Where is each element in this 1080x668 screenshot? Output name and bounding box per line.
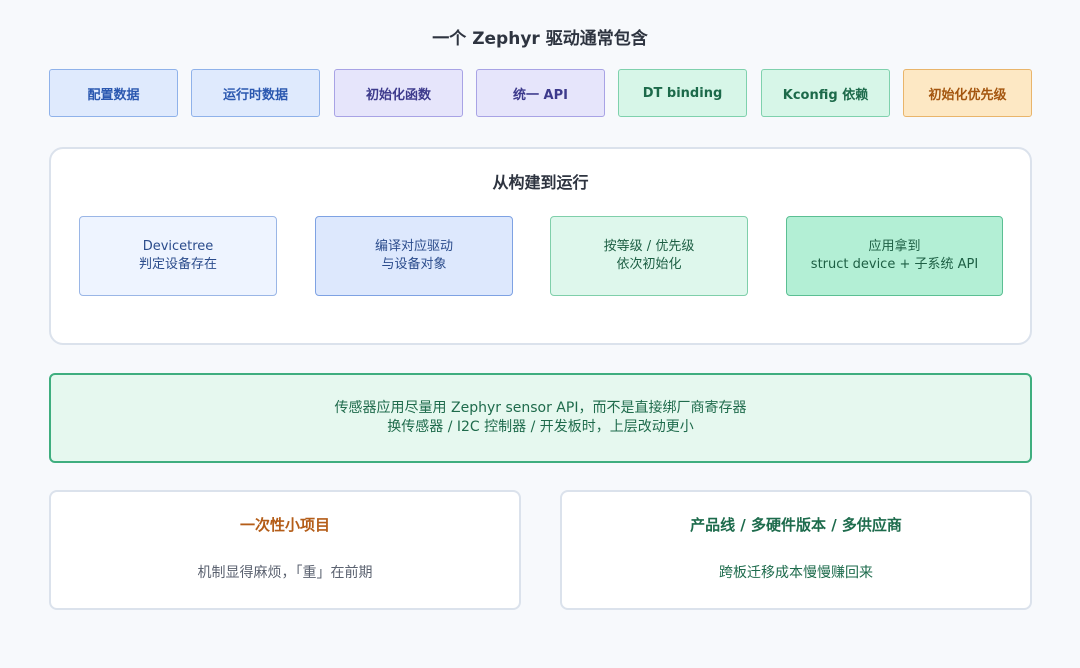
one-off-project-card: 一次性小项目 机制显得麻烦，「重」在前期 xyxy=(49,490,521,610)
step-line: 判定设备存在 xyxy=(138,257,217,272)
step-line: 与设备对象 xyxy=(381,257,447,272)
tag-kconfig: Kconfig 依赖 xyxy=(761,69,890,117)
card-title: 一次性小项目 xyxy=(239,516,330,534)
advice-line: 传感器应用尽量用 Zephyr sensor API，而不是直接绑厂商寄存器 xyxy=(334,400,747,416)
advice-line: 换传感器 / I2C 控制器 / 开发板时，上层改动更小 xyxy=(387,419,694,435)
flow-title: 从构建到运行 xyxy=(492,173,589,192)
step-line: 按等级 / 优先级 xyxy=(603,239,695,254)
step-line: struct device + 子系统 API xyxy=(810,257,979,272)
step-line: 编译对应驱动 xyxy=(374,239,453,254)
tag-init-function: 初始化函数 xyxy=(334,69,463,117)
tag-runtime-data: 运行时数据 xyxy=(191,69,320,117)
card-desc: 跨板迁移成本慢慢赚回来 xyxy=(719,565,873,581)
page-title: 一个 Zephyr 驱动通常包含 xyxy=(432,29,648,49)
tag-unified-api: 统一 API xyxy=(476,69,605,117)
step-devicetree: Devicetree 判定设备存在 xyxy=(79,216,277,296)
step-app-access: 应用拿到 struct device + 子系统 API xyxy=(786,216,1003,296)
step-line: Devicetree xyxy=(142,239,214,254)
sensor-api-advice: 传感器应用尽量用 Zephyr sensor API，而不是直接绑厂商寄存器 换… xyxy=(49,373,1032,463)
product-line-card: 产品线 / 多硬件版本 / 多供应商 跨板迁移成本慢慢赚回来 xyxy=(560,490,1032,610)
step-initialize: 按等级 / 优先级 依次初始化 xyxy=(550,216,748,296)
tag-config-data: 配置数据 xyxy=(49,69,178,117)
tag-dt-binding: DT binding xyxy=(618,69,747,117)
card-desc: 机制显得麻烦，「重」在前期 xyxy=(197,565,373,581)
step-compile: 编译对应驱动 与设备对象 xyxy=(315,216,513,296)
card-title: 产品线 / 多硬件版本 / 多供应商 xyxy=(690,516,902,534)
tag-init-priority: 初始化优先级 xyxy=(903,69,1032,117)
step-line: 应用拿到 xyxy=(868,239,921,254)
step-line: 依次初始化 xyxy=(616,257,682,272)
build-to-run-panel: 从构建到运行 Devicetree 判定设备存在 编译对应驱动 与设备对象 按等… xyxy=(49,147,1032,345)
